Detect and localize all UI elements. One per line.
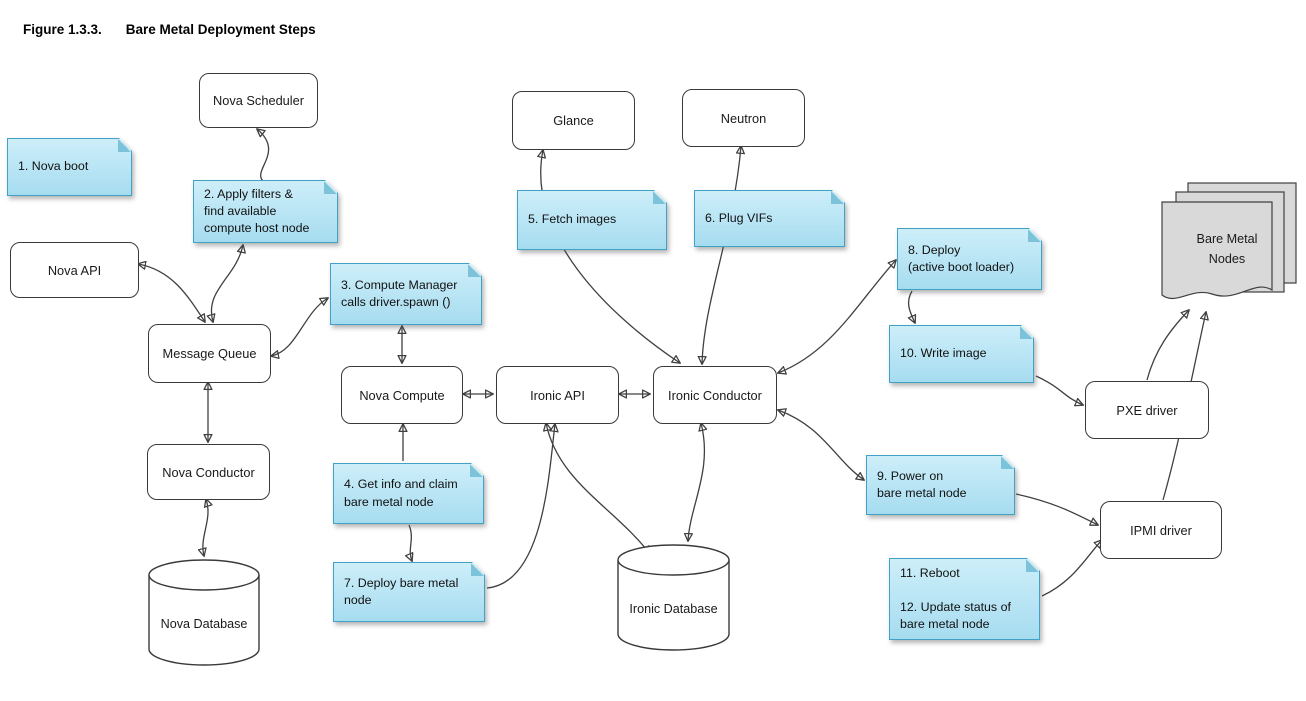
step-note-5-text: 5. Fetch images (528, 212, 617, 227)
arrow-neutron-ironicconductor (702, 146, 741, 364)
arrow-note7-ironicapi (486, 424, 555, 589)
node-ironic-database-label: Ironic Database (629, 602, 718, 617)
figure-number: Figure 1.3.3. (23, 22, 102, 37)
step-note-11-12-text: 11. Reboot 12. Update status of bare met… (900, 565, 1011, 632)
node-bare-metal-nodes-label: Bare Metal Nodes (1196, 232, 1258, 266)
step-note-9: 9. Power on bare metal node (866, 455, 1015, 515)
node-nova-compute: Nova Compute (341, 366, 463, 424)
node-nova-scheduler: Nova Scheduler (199, 73, 318, 128)
node-neutron-label: Neutron (720, 110, 767, 126)
node-nova-database: Nova Database (148, 558, 260, 668)
cylinder-shape (617, 544, 730, 651)
node-message-queue-label: Message Queue (162, 346, 257, 361)
arrow-glance-ironicconductor (541, 150, 680, 363)
node-nova-api: Nova API (10, 242, 139, 298)
arrow-note11-ipmi (1041, 540, 1102, 597)
step-note-2: 2. Apply filters & find available comput… (193, 180, 338, 243)
node-nova-conductor: Nova Conductor (147, 444, 270, 500)
arrow-mq-note2 (211, 245, 243, 322)
step-note-1-text: 1. Nova boot (18, 159, 89, 174)
step-note-10-text: 10. Write image (900, 346, 987, 361)
node-pxe-driver-label: PXE driver (1116, 402, 1178, 418)
step-note-6-text: 6. Plug VIFs (705, 210, 773, 225)
step-note-2-text: 2. Apply filters & find available comput… (204, 186, 310, 236)
arrow-novaapi-mq (138, 264, 205, 322)
step-note-7-text: 7. Deploy bare metal node (344, 575, 459, 607)
arrow-note4-note7 (409, 524, 412, 561)
node-ironic-conductor-label: Ironic Conductor (668, 387, 762, 403)
stacked-documents-shape (1161, 182, 1297, 300)
arrow-note10-pxe (1035, 375, 1083, 405)
node-ironic-database: Ironic Database (617, 543, 730, 653)
arrow-novaconductor-novadb (203, 499, 208, 556)
node-nova-compute-label: Nova Compute (359, 387, 445, 403)
step-note-7: 7. Deploy bare metal node (333, 562, 485, 622)
node-nova-scheduler-label: Nova Scheduler (212, 93, 305, 108)
arrow-ironicconductor-ironicdb (688, 423, 704, 541)
node-ironic-api-label: Ironic API (530, 387, 585, 403)
node-neutron: Neutron (682, 89, 805, 147)
node-nova-conductor-label: Nova Conductor (162, 464, 255, 480)
figure-title: Figure 1.3.3. Bare Metal Deployment Steps (23, 22, 316, 37)
node-ipmi-driver-label: IPMI driver (1130, 522, 1192, 538)
arrow-note9-ipmi (1015, 493, 1098, 525)
node-pxe-driver: PXE driver (1085, 381, 1209, 439)
step-note-1: 1. Nova boot (7, 138, 132, 196)
arrow-ironicconductor-note8 (778, 260, 896, 373)
step-note-4-text: 4. Get info and claim bare metal node (344, 477, 458, 509)
arrow-ironicapi-ironicdb (546, 423, 650, 554)
step-note-4: 4. Get info and claim bare metal node (333, 463, 484, 524)
arrow-note2-to-scheduler (257, 129, 270, 182)
node-ipmi-driver: IPMI driver (1100, 501, 1222, 559)
node-ironic-conductor: Ironic Conductor (653, 366, 777, 424)
node-nova-api-label: Nova API (47, 262, 102, 278)
node-message-queue: Message Queue (148, 324, 271, 383)
arrow-ironicconductor-note9 (778, 410, 864, 480)
step-note-9-text: 9. Power on bare metal node (877, 468, 967, 500)
step-note-8: 8. Deploy (active boot loader) (897, 228, 1042, 290)
step-note-3-text: 3. Compute Manager calls driver.spawn () (341, 277, 458, 309)
step-note-8-text: 8. Deploy (active boot loader) (908, 242, 1015, 274)
node-ironic-api: Ironic API (496, 366, 619, 424)
step-note-3: 3. Compute Manager calls driver.spawn () (330, 263, 482, 325)
cylinder-shape (148, 559, 260, 666)
arrow-pxe-baremetal (1146, 310, 1189, 381)
node-glance: Glance (512, 91, 635, 150)
figure-caption: Bare Metal Deployment Steps (125, 22, 316, 37)
step-note-6: 6. Plug VIFs (694, 190, 845, 247)
arrow-note8-note10 (909, 290, 915, 323)
node-nova-database-label: Nova Database (160, 617, 248, 632)
step-note-5: 5. Fetch images (517, 190, 667, 250)
arrow-mq-note3 (271, 298, 328, 356)
step-note-10: 10. Write image (889, 325, 1034, 383)
node-glance-label: Glance (553, 113, 594, 128)
step-note-11-12: 11. Reboot 12. Update status of bare met… (889, 558, 1040, 640)
node-bare-metal-nodes: Bare Metal Nodes (1150, 182, 1300, 314)
